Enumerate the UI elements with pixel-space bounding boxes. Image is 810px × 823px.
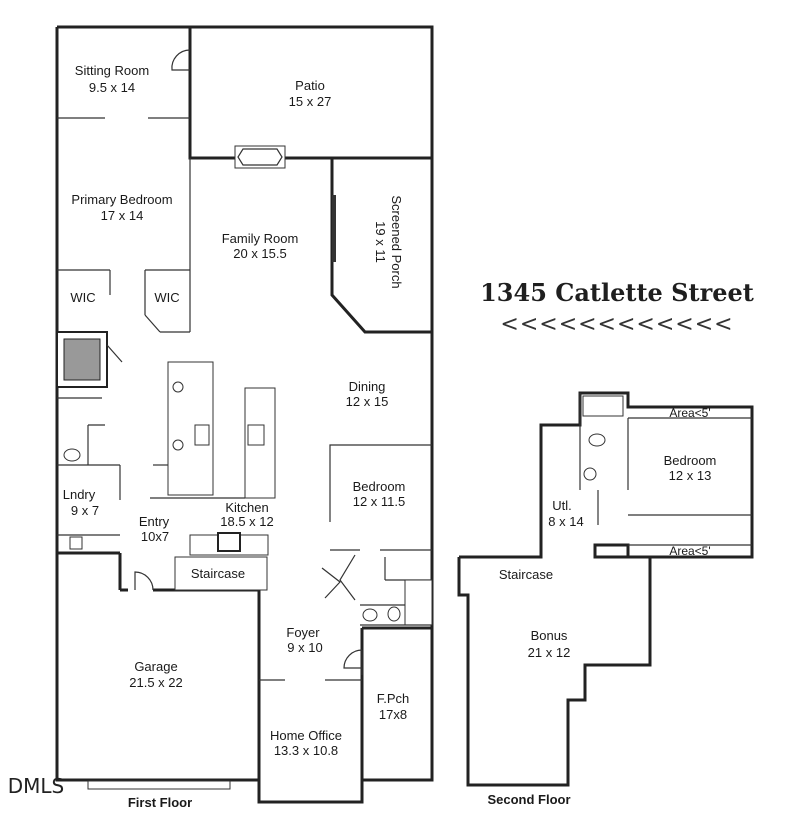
first-floor-labels: Sitting Room 9.5 x 14 Patio 15 x 27 Prim… bbox=[63, 63, 410, 810]
direction-chevrons: <<<<<<<<<<<< bbox=[500, 312, 733, 337]
room-dims: 15 x 27 bbox=[289, 94, 332, 109]
room-name: Staircase bbox=[191, 566, 245, 581]
room-name: Utl. bbox=[552, 498, 572, 513]
room-name: Entry bbox=[139, 514, 170, 529]
room-name: F.Pch bbox=[377, 691, 410, 706]
room-name: Garage bbox=[134, 659, 177, 674]
second-floor-title: Second Floor bbox=[487, 792, 570, 807]
room-dims: 17x8 bbox=[379, 707, 407, 722]
room-name: Foyer bbox=[286, 625, 320, 640]
first-floor-plan bbox=[55, 25, 434, 804]
room-dims: 21.5 x 22 bbox=[129, 675, 183, 690]
room-name: Staircase bbox=[499, 567, 553, 582]
room-name: Bedroom bbox=[353, 479, 406, 494]
room-dims: 12 x 13 bbox=[669, 468, 712, 483]
room-dims: 19 x 11 bbox=[373, 221, 388, 263]
room-dims: 17 x 14 bbox=[101, 208, 144, 223]
room-name: Screened Porch bbox=[389, 195, 404, 288]
second-floor-labels: Area<5' Bedroom 12 x 13 Utl. 8 x 14 Area… bbox=[487, 406, 716, 807]
room-dims: 9 x 10 bbox=[287, 640, 322, 655]
room-name: Area<5' bbox=[669, 406, 710, 420]
room-dims: 12 x 15 bbox=[346, 394, 389, 409]
room-dims: 8 x 14 bbox=[548, 514, 583, 529]
room-name: WIC bbox=[70, 290, 95, 305]
room-name: Dining bbox=[349, 379, 386, 394]
plumbing-fixtures bbox=[63, 381, 606, 622]
room-name: Patio bbox=[295, 78, 325, 93]
room-name: Lndry bbox=[63, 487, 96, 502]
room-name: Sitting Room bbox=[75, 63, 149, 78]
page-title: 1345 Catlette Street bbox=[480, 278, 754, 307]
room-dims: 12 x 11.5 bbox=[353, 494, 406, 509]
room-name: Primary Bedroom bbox=[71, 192, 172, 207]
room-dims: 9 x 7 bbox=[71, 503, 99, 518]
room-dims: 9.5 x 14 bbox=[89, 80, 135, 95]
room-name: WIC bbox=[154, 290, 179, 305]
room-name: Bonus bbox=[531, 628, 568, 643]
room-name: Area<5' bbox=[669, 544, 710, 558]
room-name: Bedroom bbox=[664, 453, 717, 468]
room-dims: 20 x 15.5 bbox=[233, 246, 287, 261]
room-dims: 10x7 bbox=[141, 529, 169, 544]
room-name: Kitchen bbox=[225, 500, 268, 515]
watermark: DMLS bbox=[8, 774, 65, 798]
room-dims: 21 x 12 bbox=[528, 645, 571, 660]
first-floor-title: First Floor bbox=[128, 795, 192, 810]
room-dims: 13.3 x 10.8 bbox=[274, 743, 338, 758]
room-name: Home Office bbox=[270, 728, 342, 743]
second-floor-plan bbox=[457, 391, 754, 787]
room-dims: 18.5 x 12 bbox=[220, 514, 274, 529]
room-name: Family Room bbox=[222, 231, 299, 246]
